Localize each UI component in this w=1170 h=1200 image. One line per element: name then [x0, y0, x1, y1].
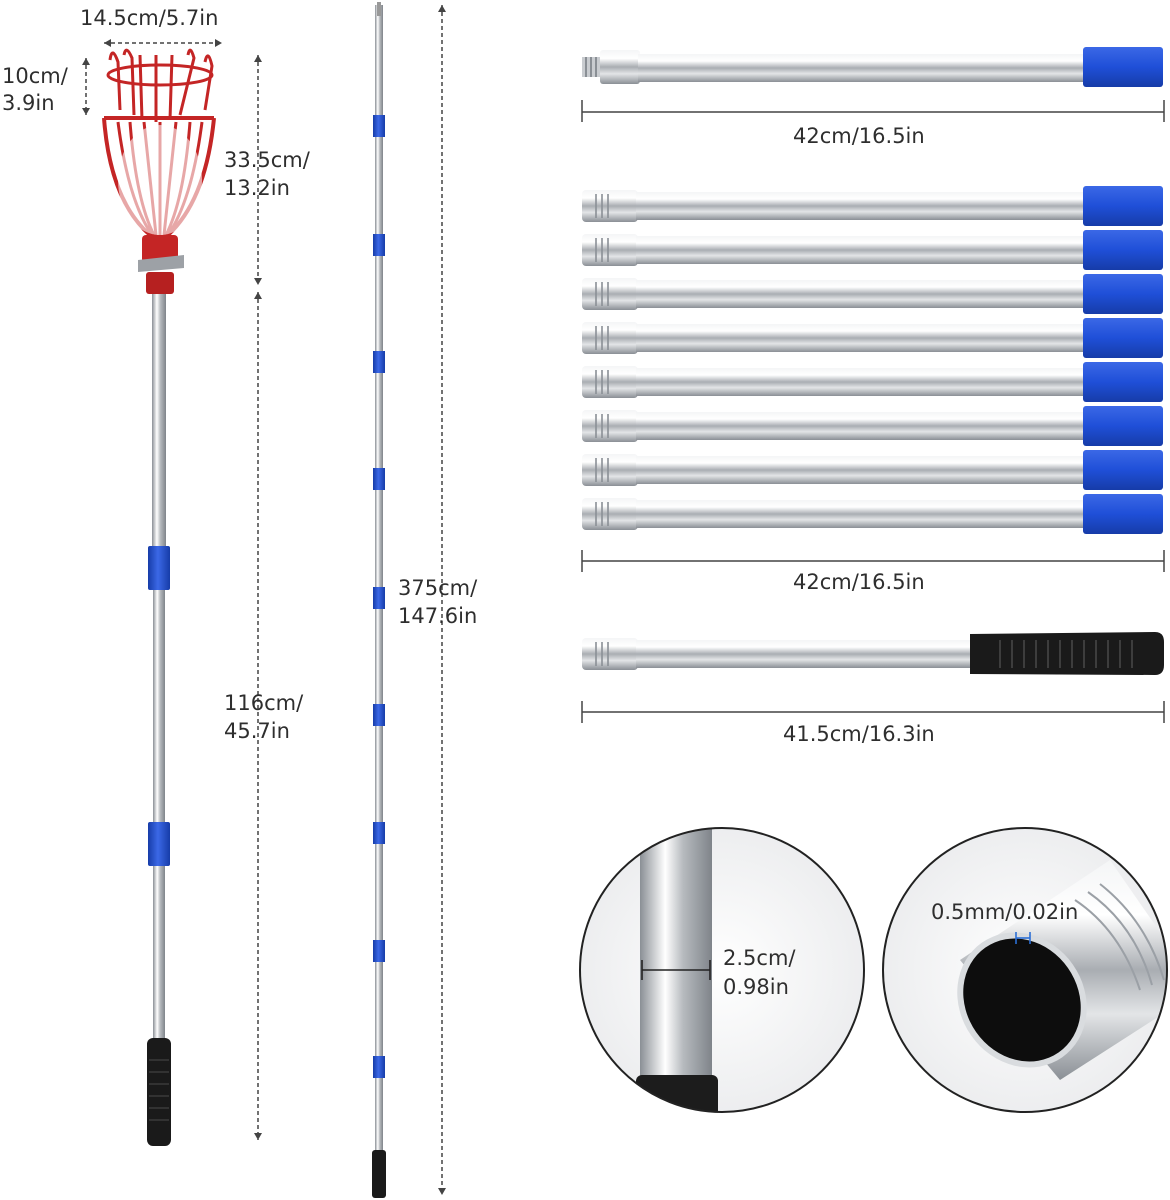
- total-length-label-line2: 147.6in: [398, 604, 478, 628]
- diameter-label-line2: 0.98in: [723, 975, 789, 999]
- top-pole: [582, 47, 1163, 87]
- top-pole-length-label: 42cm/16.5in: [793, 124, 925, 148]
- head-height-label-line2: 13.2in: [224, 176, 290, 200]
- middle-poles-length-label: 42cm/16.5in: [793, 570, 925, 594]
- basket-depth-label-line2: 3.9in: [2, 91, 55, 115]
- bottom-pole: [582, 632, 1164, 675]
- diameter-detail-circle: [579, 827, 865, 1113]
- middle-poles: [582, 186, 1163, 534]
- total-length-dimension-line: [438, 5, 446, 1195]
- bottom-pole-length-label: 41.5cm/16.3in: [783, 722, 935, 746]
- basket-width-label: 14.5cm/5.7in: [80, 6, 219, 30]
- wall-thickness-detail-circle: [882, 827, 1168, 1113]
- handle-sleeve-1: [148, 546, 170, 590]
- extended-pole: [372, 2, 386, 1198]
- basket-depth-label-line1: 10cm/: [2, 64, 68, 88]
- wall-thickness-label: 0.5mm/0.02in: [931, 900, 1079, 924]
- total-length-label-line1: 375cm/: [398, 576, 478, 600]
- handle-length-label-line1: 116cm/: [224, 691, 304, 715]
- picker-dimension-lines: [82, 39, 262, 1140]
- handle-grip: [147, 1038, 171, 1146]
- diameter-label-line1: 2.5cm/: [723, 946, 796, 970]
- assembled-picker: [102, 48, 216, 1146]
- handle-sleeve-2: [148, 822, 170, 866]
- head-height-label-line1: 33.5cm/: [224, 148, 310, 172]
- handle-length-label-line2: 45.7in: [224, 719, 290, 743]
